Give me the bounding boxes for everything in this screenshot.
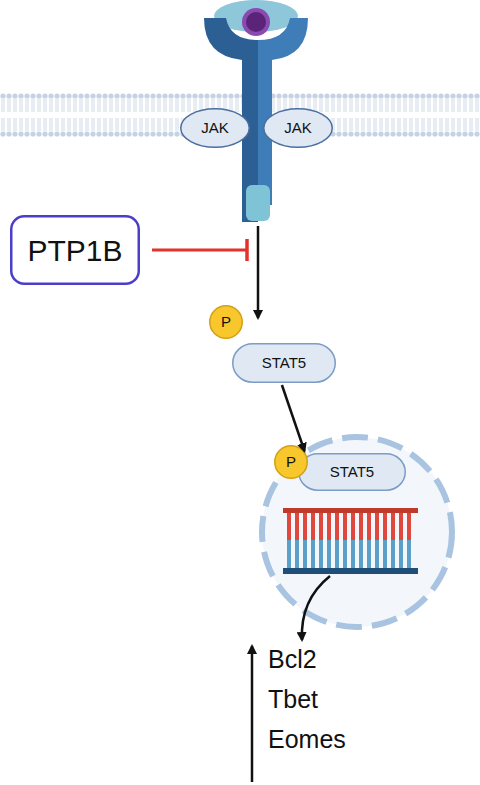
- gene-label: Tbet: [268, 687, 318, 712]
- node-text: JAK: [284, 120, 312, 137]
- dna: [283, 508, 418, 574]
- upregulation-arrow: [251, 646, 254, 782]
- jak-kinase: JAK: [180, 108, 250, 148]
- node-text: STAT5: [262, 355, 306, 372]
- inhibition-line: [152, 249, 246, 252]
- nucleus: [262, 437, 452, 627]
- stat5-protein: STAT5: [298, 453, 406, 491]
- gene-label: Eomes: [268, 727, 346, 752]
- node-text: JAK: [201, 120, 229, 137]
- node-text: P: [221, 314, 231, 331]
- translocation-arrow: [282, 385, 305, 451]
- phosphate-circle: P: [209, 305, 243, 339]
- transcription-arrow: [302, 576, 330, 640]
- phosphatase-box: PTP1B: [10, 215, 140, 285]
- jak-kinase: JAK: [263, 108, 333, 148]
- gene-label: Bcl2: [268, 647, 317, 672]
- node-text: P: [286, 454, 296, 471]
- signal-arrow: [257, 226, 260, 318]
- node-text: STAT5: [330, 464, 374, 481]
- inhibition-bar: [245, 239, 249, 261]
- node-text: PTP1B: [27, 234, 122, 267]
- stat5-protein: STAT5: [232, 343, 336, 383]
- phosphate-circle: P: [274, 445, 308, 479]
